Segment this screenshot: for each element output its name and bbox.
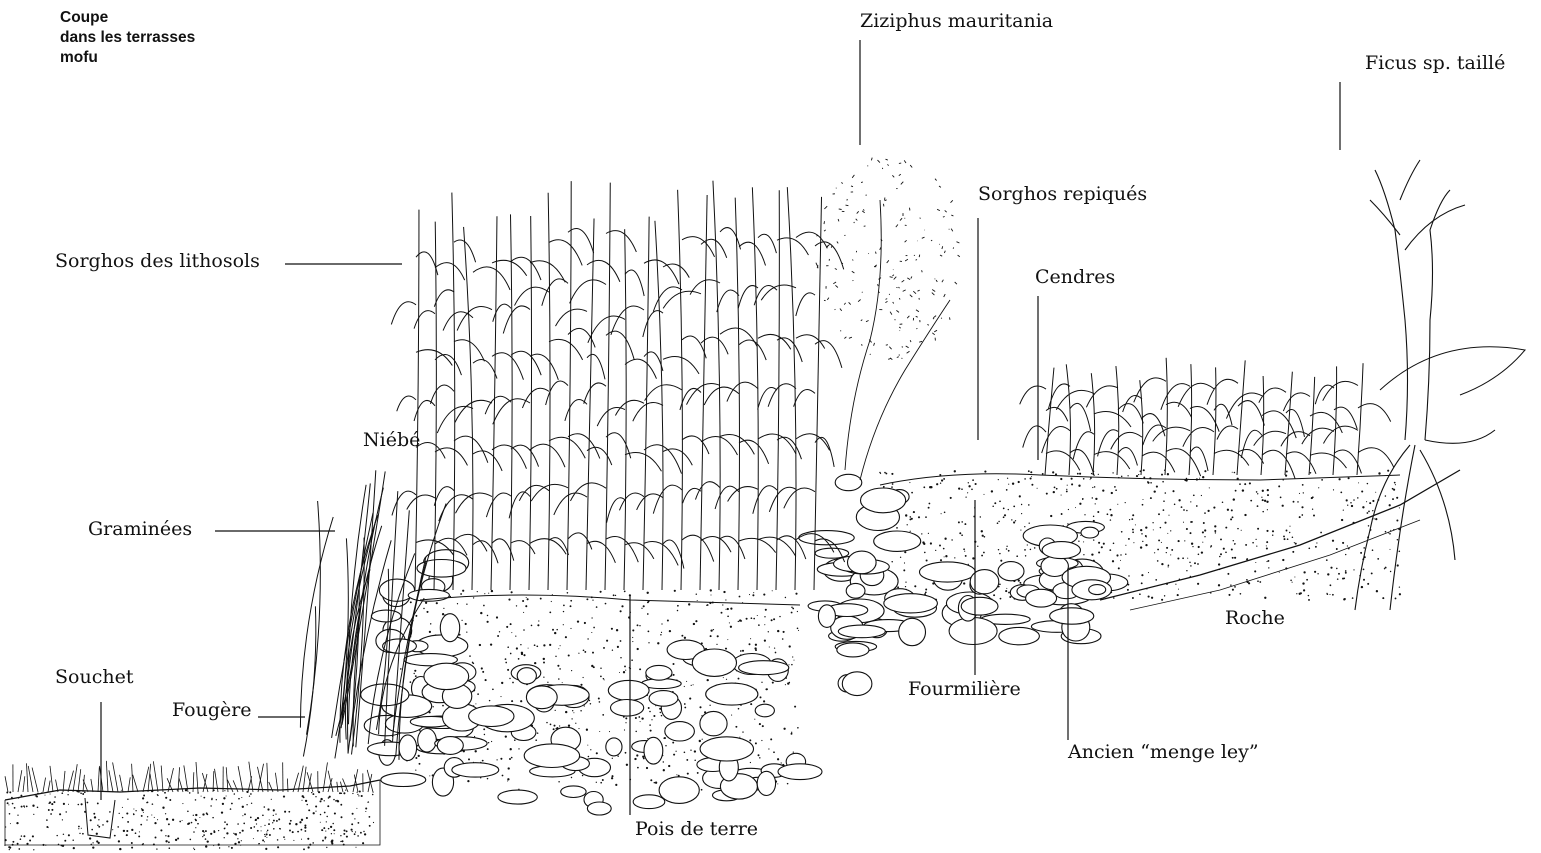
stone-walls: [361, 474, 1128, 815]
title-line: dans les terrasses: [60, 28, 195, 48]
ziziphus-tree: [816, 158, 960, 480]
label-ancien-menge-ley: Ancien “menge ley”: [1068, 743, 1259, 762]
label-cendres: Cendres: [1035, 268, 1115, 287]
title-line: Coupe: [60, 8, 195, 28]
diagram-title: Coupe dans les terrasses mofu: [60, 8, 195, 68]
label-fougere: Fougère: [172, 701, 252, 720]
label-ficus: Ficus sp. taillé: [1365, 54, 1505, 73]
label-souchet: Souchet: [55, 668, 133, 687]
label-sorghos-lithosols: Sorghos des lithosols: [55, 252, 260, 271]
label-fourmiliere: Fourmilière: [908, 680, 1021, 699]
label-graminees: Graminées: [88, 520, 192, 539]
label-roche: Roche: [1225, 609, 1285, 628]
title-line: mofu: [60, 48, 195, 68]
label-pois-de-terre: Pois de terre: [635, 820, 758, 839]
label-niebe: Niébé: [363, 431, 420, 450]
ficus-tree: [1355, 160, 1495, 610]
label-sorghos-repiques: Sorghos repiqués: [978, 185, 1147, 204]
label-ziziphus: Ziziphus mauritania: [860, 12, 1053, 31]
